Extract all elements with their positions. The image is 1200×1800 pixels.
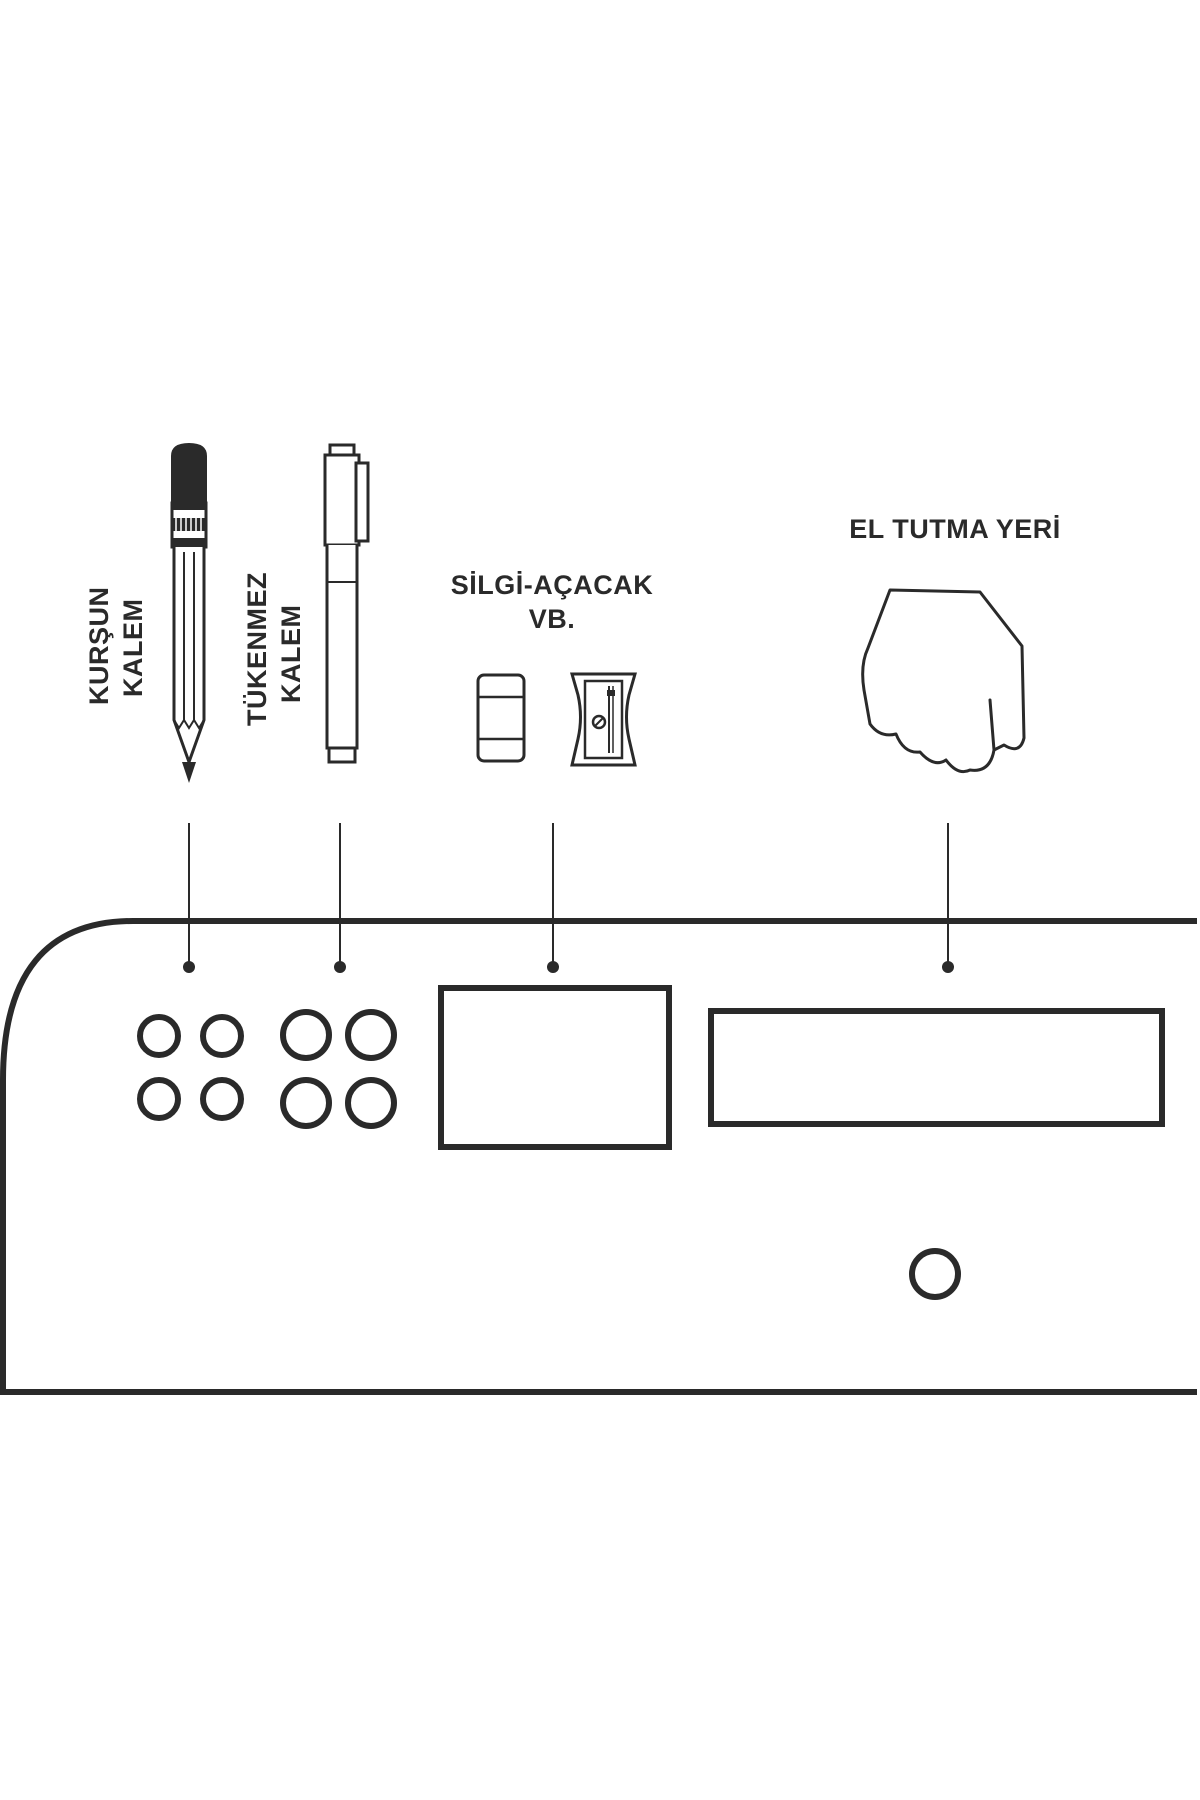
pen-leader xyxy=(334,823,346,973)
pencil-leader xyxy=(183,823,195,973)
handle-slot xyxy=(708,1008,1165,1127)
organizer-board-outline xyxy=(0,918,1197,1395)
handle-label: EL TUTMA YERİ xyxy=(849,514,1061,544)
eraser-sharpener-label-line-1: SİLGİ-AÇACAK xyxy=(451,570,654,600)
pen-label-line-1: TÜKENMEZ xyxy=(242,572,272,726)
pencil-icon xyxy=(170,442,208,783)
handle-leader xyxy=(942,823,954,973)
ballpoint-pen-icon xyxy=(323,443,370,764)
pencil-label-line-1: KURŞUN xyxy=(84,586,114,705)
sharpener-icon xyxy=(570,672,637,767)
hanging-hole xyxy=(909,1248,961,1300)
pencil-label-line-2: KALEM xyxy=(118,599,148,698)
hand-icon xyxy=(861,588,1026,774)
pen-label-line-2: KALEM xyxy=(276,605,306,704)
pen-holes xyxy=(280,1009,397,1129)
eraser-sharpener-label-line-2: VB. xyxy=(529,604,576,634)
pencil-holes xyxy=(137,1014,244,1121)
eraser-sharpener-leader xyxy=(547,823,559,973)
eraser-icon xyxy=(476,673,526,763)
eraser-sharpener-compartment xyxy=(438,985,672,1150)
